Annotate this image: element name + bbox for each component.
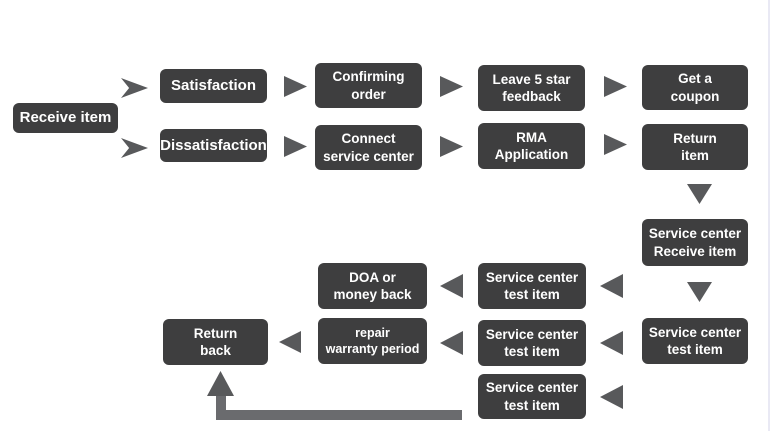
arrow-left-icon [440,274,463,298]
connector-line-vertical [216,394,226,420]
chevron-right-icon [121,78,148,98]
arrow-left-icon [600,274,623,298]
arrow-right-icon [604,134,627,155]
node-service-center-test-item-right: Service center test item [642,318,748,364]
arrow-right-icon [440,76,463,97]
arrow-up-icon [207,371,234,396]
node-service-center-test-item-mid-top: Service center test item [478,263,586,309]
node-leave-5-star-feedback: Leave 5 star feedback [478,65,585,111]
arrow-left-icon [600,385,623,409]
node-doa-or-money-back: DOA or money back [318,263,427,309]
node-service-center-test-item-bottom: Service center test item [478,374,586,419]
node-return-item: Return item [642,124,748,170]
arrow-left-icon [600,331,623,355]
node-dissatisfaction: Dissatisfaction [160,129,267,162]
node-confirming-order: Confirming order [315,63,422,108]
arrow-right-icon [284,76,307,97]
arrow-right-icon [284,136,307,157]
arrow-down-icon [687,184,712,204]
page-edge-divider [768,0,770,431]
node-rma-application: RMA Application [478,123,585,169]
node-satisfaction: Satisfaction [160,69,267,103]
arrow-right-icon [440,136,463,157]
chevron-right-icon [121,138,148,158]
arrow-right-icon [604,76,627,97]
arrow-down-icon [687,282,712,302]
arrow-left-icon [279,331,301,353]
node-service-center-test-item-mid-middle: Service center test item [478,320,586,366]
node-return-back: Return back [163,319,268,365]
arrow-left-icon [440,331,463,355]
connector-line-horizontal [216,410,462,420]
node-repair-warranty-period: repair warranty period [318,318,427,364]
node-connect-service-center: Connect service center [315,125,422,170]
node-get-a-coupon: Get a coupon [642,65,748,110]
node-receive-item: Receive item [13,103,118,133]
node-service-center-receive-item: Service center Receive item [642,219,748,266]
